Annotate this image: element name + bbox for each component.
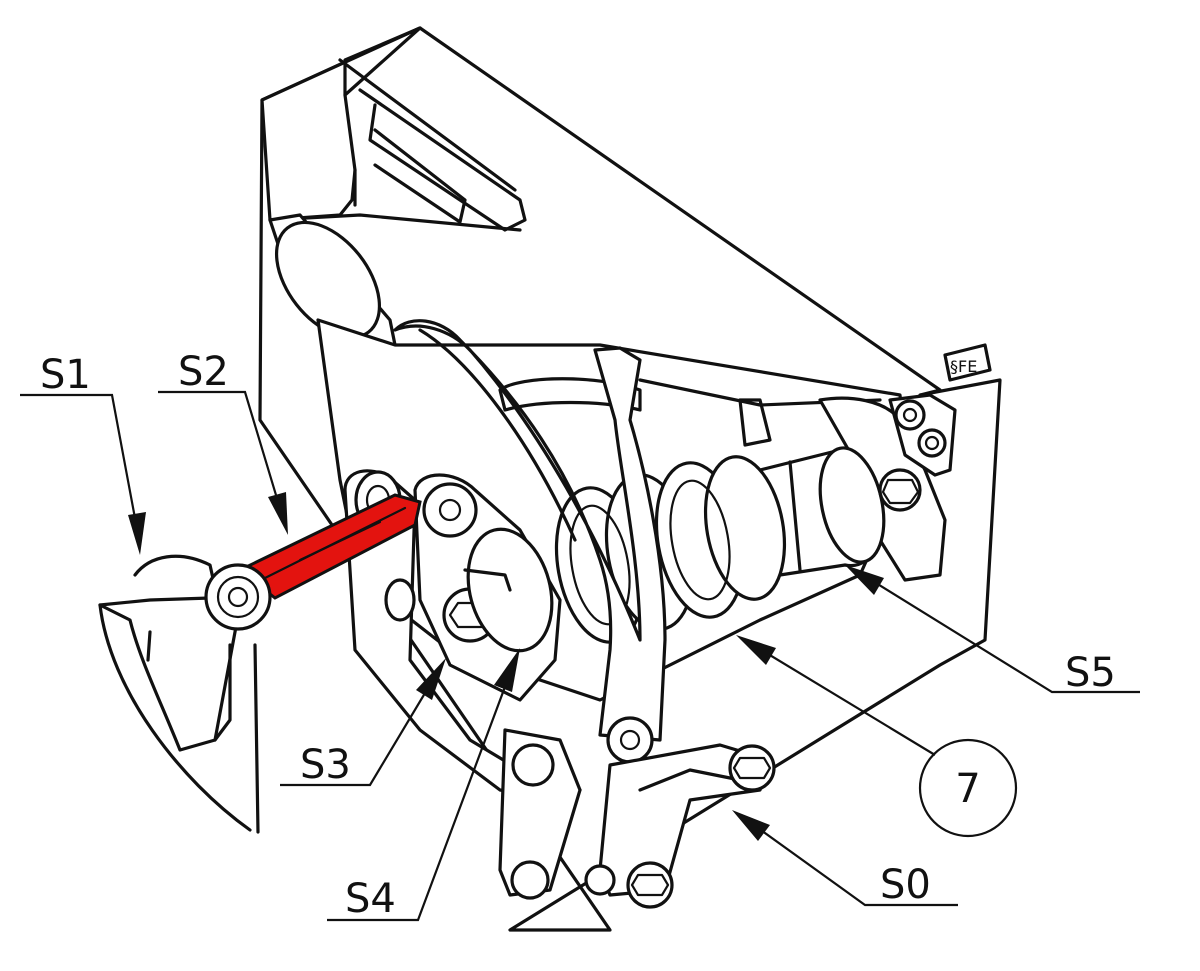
lower-linkage <box>498 728 776 909</box>
callout-label-s1: S1 <box>40 352 91 398</box>
callout-label-s3: S3 <box>300 742 351 788</box>
highlighted-rod <box>204 493 422 834</box>
rocker-arm <box>393 319 667 764</box>
callout-s1: S1 <box>20 352 146 555</box>
callout-s3: S3 <box>280 658 446 788</box>
callout-balloon-7: 7 <box>736 635 1018 838</box>
balloon-circle <box>918 738 1018 838</box>
front-rocker <box>413 473 562 702</box>
callout-s4: S4 <box>327 648 520 922</box>
callout-label-s2: S2 <box>178 349 229 395</box>
callout-label-s0: S0 <box>880 862 931 908</box>
callout-label-s5: S5 <box>1065 650 1116 696</box>
svg-text:§FE: §FE <box>950 357 977 376</box>
balloon-label: 7 <box>955 766 980 812</box>
callout-s0: S0 <box>732 810 958 908</box>
callout-s5: S5 <box>845 565 1140 696</box>
callout-label-s4: S4 <box>345 876 396 922</box>
left-hub <box>98 554 252 832</box>
shock-body <box>758 446 922 577</box>
callout-s2: S2 <box>158 349 288 535</box>
